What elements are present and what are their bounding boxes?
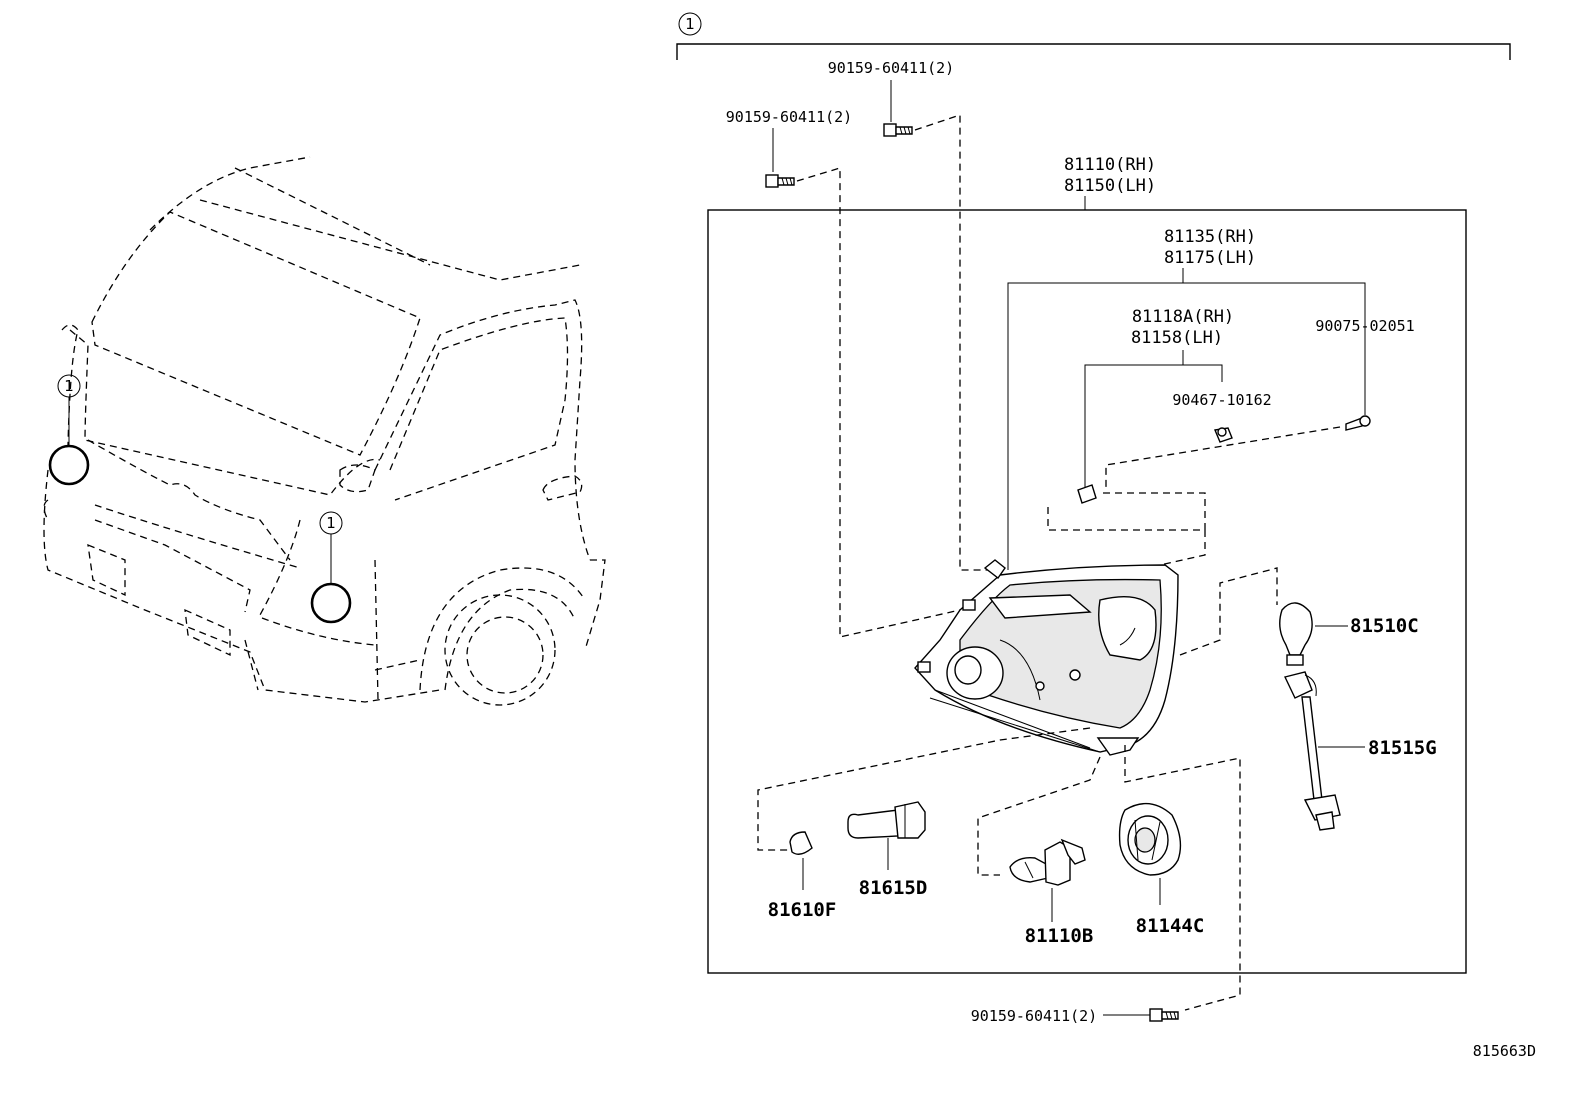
- screw-icon: [1345, 415, 1371, 431]
- label-turn-bulb: 81510C: [1350, 615, 1419, 637]
- label-bracket-lh: 81158(LH): [1131, 328, 1223, 348]
- label-socket: 81615D: [859, 877, 928, 899]
- bolt-bottom-icon: [1149, 1008, 1179, 1022]
- label-cover: 81144C: [1136, 915, 1205, 937]
- head-bulb-icon: [1009, 838, 1086, 886]
- label-housing-rh: 81135(RH): [1164, 227, 1256, 247]
- clip-icon: [1214, 427, 1233, 443]
- label-head-bulb: 81110B: [1025, 925, 1094, 947]
- assembly-callout-text: 1: [685, 15, 695, 33]
- turn-bulb-icon: [1279, 602, 1313, 666]
- left-headlamp-marker: [48, 444, 90, 486]
- assembly-callout-bubble: [678, 12, 702, 36]
- label-bolt-bottom: 90159-60411(2): [971, 1007, 1097, 1025]
- label-headlamp-rh: 81110(RH): [1064, 155, 1156, 175]
- label-bolt-top: 90159-60411(2): [828, 59, 954, 77]
- cover-icon: [1118, 802, 1182, 876]
- assembly-bracket: [676, 43, 1511, 60]
- drawing-number: 815663D: [1473, 1042, 1536, 1060]
- headlamp-assembly-box: [707, 209, 1467, 974]
- label-side-bulb: 81610F: [768, 899, 837, 921]
- label-screw: 90075-02051: [1315, 317, 1414, 335]
- label-socket-wire: 81515G: [1368, 737, 1437, 759]
- vehicle-callout-left-text: 1: [64, 377, 74, 395]
- socket-icon: [847, 801, 926, 839]
- side-bulb-icon: [789, 831, 813, 855]
- label-housing-lh: 81175(LH): [1164, 248, 1256, 268]
- bolt-left-icon: [765, 128, 795, 188]
- label-bracket-rh: 81118A(RH): [1132, 307, 1234, 327]
- vehicle-outline: [43, 156, 606, 706]
- vehicle-callout-right-text: 1: [326, 514, 336, 532]
- headlamp-housing-icon: [914, 559, 1179, 756]
- label-headlamp-lh: 81150(LH): [1064, 176, 1156, 196]
- bracket-icon: [1077, 484, 1097, 504]
- socket-wire-icon: [1284, 671, 1341, 831]
- label-bolt-left: 90159-60411(2): [726, 108, 852, 126]
- bolt-top-icon: [883, 80, 913, 137]
- right-headlamp-marker: [310, 582, 352, 624]
- label-clip: 90467-10162: [1172, 391, 1271, 409]
